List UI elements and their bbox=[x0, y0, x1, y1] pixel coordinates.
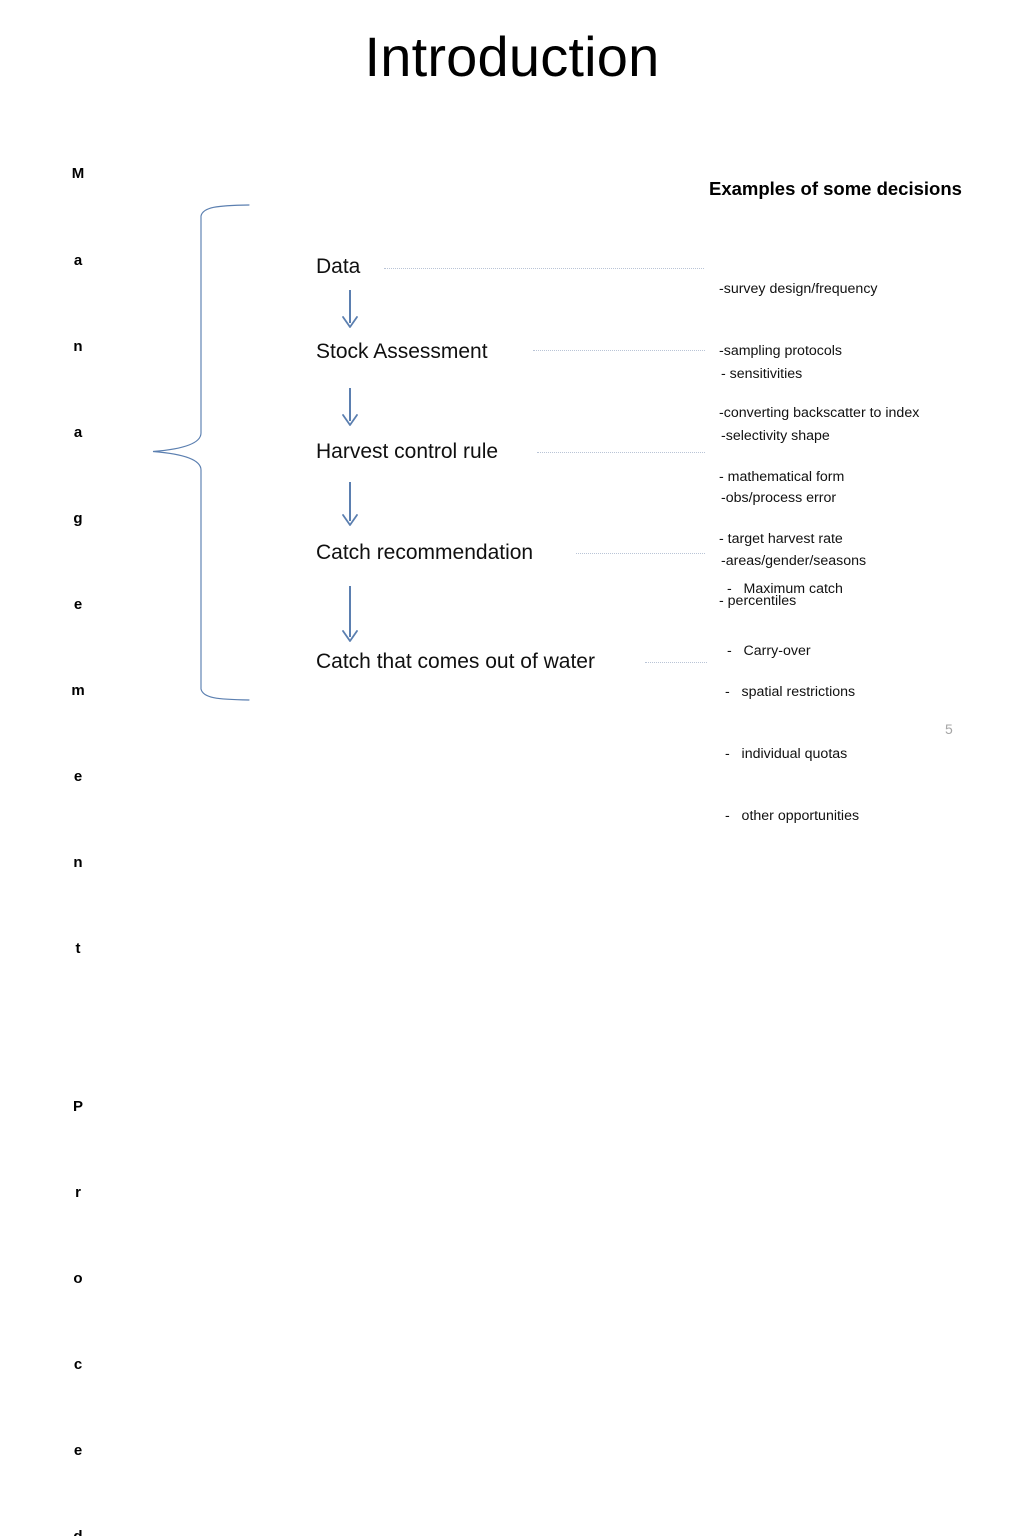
left-curly-brace bbox=[145, 200, 260, 705]
decision-item: - individual quotas bbox=[725, 745, 848, 762]
vertical-char: e bbox=[73, 768, 83, 786]
vertical-char: o bbox=[73, 1269, 83, 1287]
leader-line-catch-recommendation bbox=[576, 553, 705, 555]
leader-line-stock-assessment bbox=[533, 350, 705, 352]
vertical-char: c bbox=[73, 1356, 83, 1374]
vertical-char: m bbox=[71, 681, 85, 699]
decisions-list-data: -survey design/frequency -sampling proto… bbox=[719, 237, 919, 466]
arrow-down-icon bbox=[338, 482, 362, 533]
decisions-list-catch-out-of-water: - spatial restrictions - individual quot… bbox=[725, 640, 859, 869]
decision-item: -selectivity shape bbox=[721, 427, 830, 444]
vertical-char: n bbox=[73, 337, 83, 355]
decisions-list-catch-recommendation: - Maximum catch - Carry-over bbox=[727, 537, 843, 703]
arrow-down-icon bbox=[338, 388, 362, 433]
page-number: 5 bbox=[945, 721, 953, 737]
vertical-char: e bbox=[73, 1442, 83, 1460]
vertical-char: r bbox=[75, 1183, 81, 1201]
leader-line-harvest-control-rule bbox=[537, 452, 705, 454]
decision-item: - Carry-over bbox=[727, 642, 811, 659]
examples-column-heading: Examples of some decisions bbox=[709, 178, 962, 199]
vertical-char: a bbox=[73, 251, 83, 269]
vertical-char: g bbox=[73, 509, 83, 527]
vertical-char: M bbox=[71, 165, 85, 183]
decision-item: - mathematical form bbox=[719, 468, 845, 485]
decisions-list-harvest-control-rule: - mathematical form - target harvest rat… bbox=[719, 425, 844, 654]
vertical-char: t bbox=[75, 940, 81, 958]
vertical-label-gap bbox=[58, 1021, 98, 1035]
flow-step-label-catch-out-of-water: Catch that comes out of water bbox=[316, 650, 595, 673]
vertical-char: n bbox=[73, 854, 83, 872]
decision-item: - target harvest rate bbox=[719, 530, 843, 547]
decision-item: - spatial restrictions bbox=[725, 683, 856, 700]
decision-item: -obs/process error bbox=[721, 490, 837, 507]
decision-item: -sampling protocols bbox=[719, 342, 843, 359]
decision-item: -areas/gender/seasons bbox=[721, 552, 867, 569]
decision-item: - Maximum catch bbox=[727, 580, 843, 597]
decisions-list-stock-assessment: - sensitivities -selectivity shape -obs/… bbox=[721, 322, 866, 613]
decision-item: - other opportunities bbox=[725, 808, 860, 825]
decision-item: -converting backscatter to index bbox=[719, 405, 920, 422]
flow-step-label-stock-assessment: Stock Assessment bbox=[316, 340, 488, 363]
leader-line-catch-out-of-water bbox=[645, 662, 707, 664]
arrow-down-icon bbox=[338, 290, 362, 335]
vertical-char: e bbox=[73, 595, 83, 613]
decision-item: - percentiles bbox=[719, 593, 797, 610]
flow-step-label-catch-recommendation: Catch recommendation bbox=[316, 541, 534, 564]
page-title: Introduction bbox=[364, 25, 660, 88]
vertical-char: P bbox=[72, 1097, 83, 1115]
vertical-axis-label-management-procedure: M a n a g e m e n t P r o c e d u r e bbox=[58, 103, 98, 1536]
flow-step-label-data: Data bbox=[316, 255, 361, 278]
vertical-char: a bbox=[73, 423, 83, 441]
decision-item: - sensitivities bbox=[721, 365, 803, 382]
leader-line-data bbox=[384, 268, 704, 270]
curly-brace-icon bbox=[152, 204, 250, 701]
arrow-down-icon bbox=[338, 586, 362, 649]
vertical-char: d bbox=[58, 1523, 98, 1536]
flow-step-label-harvest-control-rule: Harvest control rule bbox=[316, 440, 499, 463]
decision-item: -survey design/frequency bbox=[719, 280, 878, 297]
